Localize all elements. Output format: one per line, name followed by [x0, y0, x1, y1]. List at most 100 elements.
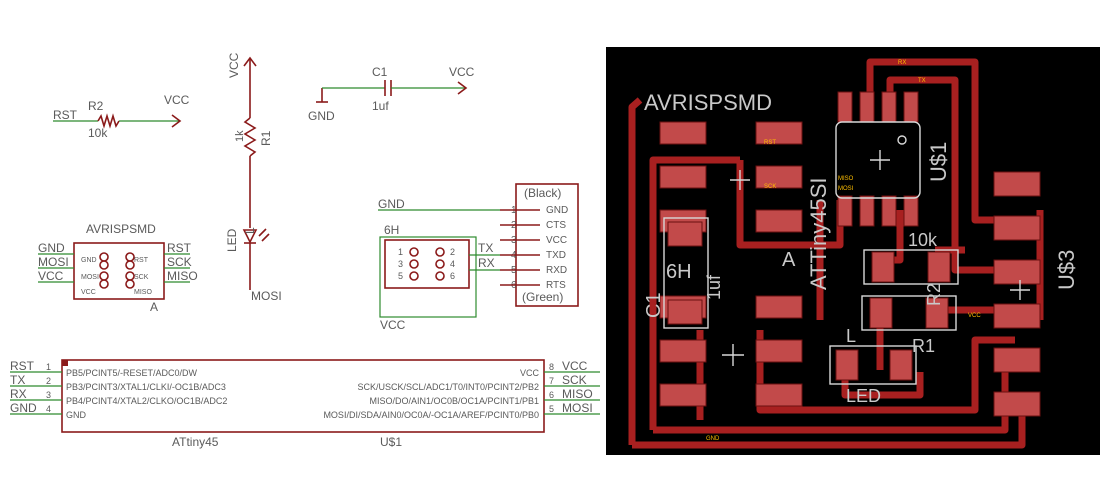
c1-gnd-label: GND — [308, 109, 335, 123]
board-traces — [628, 58, 1044, 449]
board-c1-name: C1 — [643, 292, 665, 318]
isp-letter: A — [150, 300, 158, 314]
ftdi-pad — [993, 303, 1041, 329]
header-pin-1: 1 — [398, 247, 403, 257]
header-name: 6H — [384, 223, 399, 237]
board-led-letter: L — [846, 326, 856, 346]
header-pin-5: 5 — [398, 271, 403, 281]
net-tag-rst: RST — [764, 140, 776, 146]
board-mcu-name: ATTiny45SI — [806, 178, 831, 290]
board-outlines — [663, 121, 1030, 385]
net-tag-tx: TX — [918, 78, 926, 84]
mcu-pin-left-4: GND — [66, 410, 87, 420]
ftdi-pad — [993, 259, 1041, 285]
ftdi-gnd-net: GND — [378, 197, 405, 211]
r1-value: 1k — [234, 130, 246, 142]
board-isp-label: AVRISPSMD — [644, 90, 772, 115]
ftdi-pin-name-4: TXD — [546, 250, 566, 261]
mcu-pad — [837, 91, 853, 123]
mcu-pad — [903, 91, 919, 123]
led-pad — [835, 349, 859, 381]
mcu-num-left-4: 4 — [46, 404, 51, 414]
led-name: LED — [225, 228, 239, 252]
mcu-pin-left-3: PB4/PCINT4/XTAL2/CLKO/OC1B/ADC2 — [66, 396, 227, 406]
isp-pad — [659, 121, 707, 145]
led-outline — [829, 345, 917, 385]
mcu-pad — [881, 91, 897, 123]
net-tag-miso: MISO — [838, 176, 854, 182]
r1-name: R1 — [259, 130, 273, 146]
mcu-pin-right-2: SCK/USCK/SCL/ADC1/T0/INT0/PCINT2/PB2 — [357, 382, 539, 392]
ftdi-pad — [993, 391, 1041, 417]
isp-pad — [755, 121, 803, 145]
ftdi-pin-name-5: RXD — [546, 265, 567, 276]
c1-value: 1uf — [372, 99, 389, 113]
net-tag-sck: SCK — [764, 184, 776, 190]
r2-resistor: RST R2 10k VCC — [53, 93, 190, 140]
mcu-net-right-3: MISO — [562, 387, 593, 401]
board-c1-value: 1uf — [704, 274, 724, 300]
isp-net-right-3: MISO — [167, 269, 198, 283]
mcu-pin-right-4: MOSI/DI/SDA/AIN0/OC0A/-OC1A/AREF/PCINT0/… — [323, 410, 539, 420]
mcu-num-right-1: 8 — [549, 362, 554, 372]
r1-pad — [869, 297, 893, 329]
mcu-pin-right-3: MISO/DO/AIN1/OC0B/OC1A/PCINT1/PB1 — [369, 396, 539, 406]
header-pad — [755, 295, 803, 319]
isp-pin-right-1: RST — [134, 257, 149, 264]
mcu-net-left-1: RST — [10, 359, 35, 373]
mcu-num-left-2: 2 — [46, 376, 51, 386]
header-tx-net: TX — [478, 241, 493, 255]
isp-pin-left-1: GND — [81, 257, 97, 264]
c1-name: C1 — [372, 65, 388, 79]
c1-pad — [667, 221, 703, 247]
r2-net-label: RST — [53, 108, 78, 122]
board-header-name: 6H — [666, 261, 692, 283]
isp-net-right-1: RST — [167, 241, 192, 255]
mcu-net-left-4: GND — [10, 401, 37, 415]
isp-net-right-2: SCK — [167, 255, 192, 269]
c1-outline — [663, 217, 709, 329]
mcu-net-right-4: MOSI — [562, 401, 593, 415]
c1-capacitor: C1 1uf GND VCC — [308, 65, 475, 123]
mcu-num-left-3: 3 — [46, 390, 51, 400]
led-pad — [889, 349, 913, 381]
header-pin-4: 4 — [450, 259, 455, 269]
mcu-net-right-2: SCK — [562, 373, 587, 387]
isp-pin-left-3: VCC — [81, 289, 96, 296]
mcu-pad — [859, 195, 875, 227]
header-pin-6: 6 — [450, 271, 455, 281]
isp-pin-right-2: SCK — [134, 274, 149, 281]
pin1-dot — [897, 135, 907, 145]
mcu-net-right-1: VCC — [562, 359, 588, 373]
r1-pad — [925, 297, 949, 329]
ftdi-black: (Black) — [524, 186, 561, 200]
r1-led-chain: VCC 1k R1 LED L MOSI — [225, 52, 282, 303]
ftdi-pin-name-6: RTS — [546, 280, 566, 291]
board-pads — [659, 91, 1041, 417]
net-tag-mosi: MOSI — [838, 186, 854, 192]
board-r2-name: R2 — [924, 283, 944, 306]
isp-net-left-3: VCC — [38, 269, 64, 283]
mcu-outline — [835, 121, 921, 199]
ftdi-pin-list: 1 GND 2 CTS 3 VCC 4 TXD 5 RXD 6 RTS — [511, 205, 568, 291]
isp-pad — [659, 165, 707, 189]
net-tag-rx: RX — [898, 60, 906, 66]
ftdi-pad — [993, 215, 1041, 241]
isp-net-left-1: GND — [38, 241, 65, 255]
ftdi-pad — [993, 347, 1041, 373]
led-letter: L — [243, 227, 257, 234]
mcu-name: ATtiny45 — [172, 435, 219, 449]
r2-outline — [863, 249, 959, 285]
mcu-pad — [903, 195, 919, 227]
isp-pin-right-3: MISO — [134, 289, 152, 296]
header-vcc-net: VCC — [380, 318, 406, 332]
mcu-pad — [837, 195, 853, 227]
header-rx-net: RX — [478, 256, 495, 270]
mcu-net-left-3: RX — [10, 387, 27, 401]
net-tag-vcc: VCC — [968, 313, 981, 319]
ftdi-pad — [993, 171, 1041, 197]
mcu-ref: U$1 — [380, 435, 402, 449]
isp-pin-left-2: MOSI — [81, 274, 99, 281]
mcu-pad — [859, 91, 875, 123]
